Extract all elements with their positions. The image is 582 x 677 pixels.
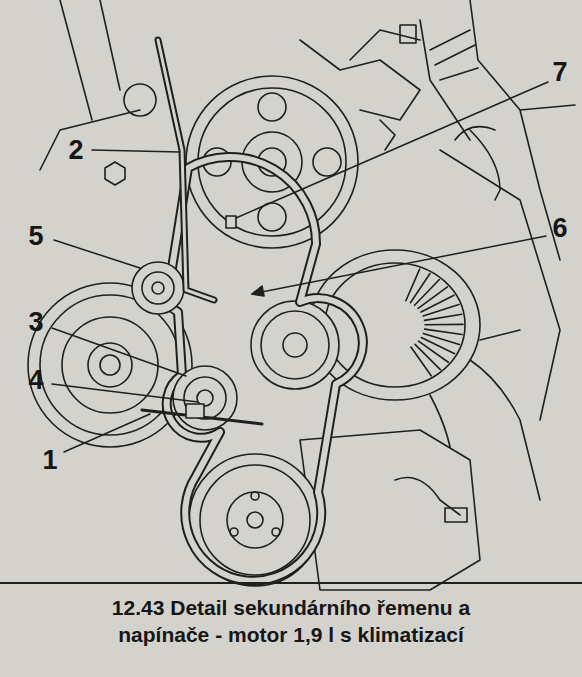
bolt bbox=[124, 84, 156, 116]
callout-number: 6 bbox=[552, 215, 567, 242]
alternator-fin bbox=[411, 347, 431, 376]
connector bbox=[400, 25, 416, 43]
alternator-fin bbox=[421, 337, 454, 353]
belt bbox=[163, 157, 363, 581]
callout-number: 1 bbox=[42, 447, 57, 474]
alternator-fin bbox=[406, 269, 420, 301]
belt-inner bbox=[163, 157, 363, 581]
rule bbox=[0, 582, 582, 584]
hose bbox=[455, 127, 500, 200]
ac-compressor bbox=[189, 430, 480, 590]
belt-marker bbox=[226, 216, 236, 228]
tension-bar bbox=[158, 40, 214, 300]
idler-pulley bbox=[132, 262, 184, 314]
nut bbox=[105, 162, 125, 185]
alternator-fin bbox=[423, 333, 459, 344]
callout-number: 5 bbox=[28, 223, 43, 250]
callout-number: 4 bbox=[28, 367, 43, 394]
callout-number: 3 bbox=[28, 309, 43, 336]
alternator-fin bbox=[425, 324, 463, 326]
alternator-fin bbox=[425, 329, 463, 334]
alternator-fin bbox=[421, 295, 454, 312]
alternator-pulley bbox=[251, 301, 339, 389]
arrowhead bbox=[252, 286, 264, 296]
tension-bar-inner bbox=[158, 40, 214, 300]
tensioner-lock bbox=[186, 404, 204, 418]
alternator-fin bbox=[425, 314, 462, 320]
callout-number: 7 bbox=[552, 59, 567, 86]
figure-caption: 12.43 Detail sekundárního řemenu a napín… bbox=[41, 594, 541, 649]
leader-lines bbox=[52, 82, 548, 452]
callout-number: 2 bbox=[68, 137, 83, 164]
alternator-fin bbox=[423, 304, 459, 316]
wires bbox=[430, 30, 478, 80]
